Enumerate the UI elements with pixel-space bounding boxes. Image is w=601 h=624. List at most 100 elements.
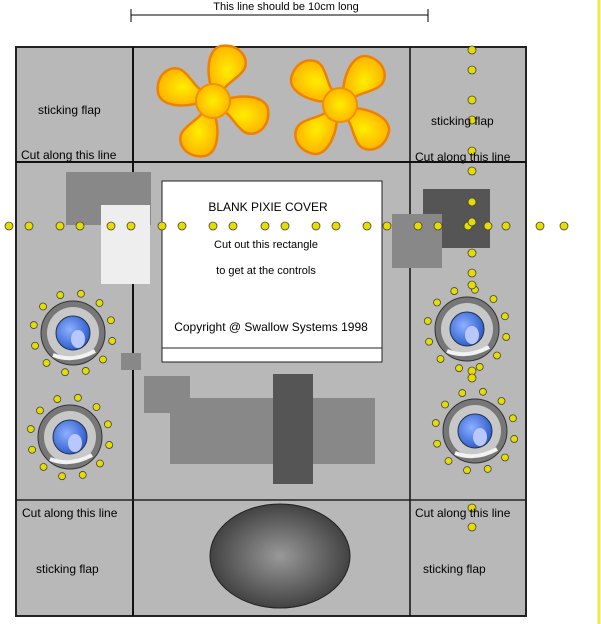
indicator-dot <box>99 355 107 364</box>
indicator-dot <box>42 359 51 367</box>
guide-dot <box>535 221 545 231</box>
indicator-dot <box>39 463 48 471</box>
cut-line-label: Cut along this line <box>22 506 118 520</box>
guide-dot <box>413 221 423 231</box>
fan-icon <box>156 44 270 158</box>
indicator-dot <box>108 337 117 345</box>
guide-dot <box>467 197 477 207</box>
flap-labels: sticking flap Cut along this line sticki… <box>21 103 511 576</box>
guide-dot <box>55 221 65 231</box>
indicator-dot <box>56 291 65 299</box>
copyright: Copyright @ Swallow Systems 1998 <box>174 320 368 334</box>
indicator-dot <box>77 289 85 298</box>
indicator-dot <box>95 299 104 307</box>
indicator-dot <box>436 355 445 363</box>
guide-dot <box>75 221 85 231</box>
indicator-dot <box>450 287 459 295</box>
cut-line-label: Cut along this line <box>415 150 511 164</box>
guide-dot <box>177 221 187 231</box>
ruler-label: This line should be 10cm long <box>213 1 359 13</box>
indicator-dot <box>463 466 471 475</box>
indicator-dot <box>53 395 62 403</box>
indicator-dot <box>105 441 114 449</box>
guide-dot <box>467 95 477 105</box>
guide-dot <box>467 166 477 176</box>
indicator-dot <box>431 419 440 427</box>
guide-dot <box>501 221 511 231</box>
indicator-dot <box>444 457 453 465</box>
sticking-flap-label: sticking flap <box>431 114 494 128</box>
guide-dot <box>126 221 136 231</box>
indicator-dot <box>455 364 463 373</box>
guide-dot <box>208 221 218 231</box>
indicator-dot <box>92 403 101 411</box>
indicator-dot <box>479 387 487 396</box>
guide-dot <box>331 221 341 231</box>
knob-icon <box>431 387 519 475</box>
indicator-dot <box>493 351 501 360</box>
sticking-flap-label: sticking flap <box>423 562 486 576</box>
indicator-dot <box>433 298 441 307</box>
indicator-dot <box>96 459 104 468</box>
indicator-dot <box>28 445 36 454</box>
indicator-dot <box>423 317 432 325</box>
guide-dot <box>433 221 443 231</box>
indicator-dot <box>74 393 82 402</box>
indicator-dot <box>458 389 467 397</box>
guide-dot <box>467 115 477 125</box>
indicator-dot <box>39 302 47 311</box>
control-block <box>101 205 150 284</box>
guide-dot <box>467 146 477 156</box>
guide-dot <box>467 45 477 55</box>
indicator-dot <box>510 435 519 443</box>
guide-dot <box>467 65 477 75</box>
cut-line-label: Cut along this line <box>21 148 117 162</box>
guide-dot <box>467 217 477 227</box>
cover-line1: Cut out this rectangle <box>214 239 318 251</box>
indicator-dot <box>501 312 509 321</box>
indicator-dot <box>78 471 87 479</box>
indicator-dot <box>475 363 484 371</box>
cover-title: BLANK PIXIE COVER <box>208 200 328 214</box>
guide-dot <box>280 221 290 231</box>
guide-dot <box>467 268 477 278</box>
guide-dot <box>362 221 372 231</box>
indicator-dot <box>31 341 39 350</box>
sticking-flap-label: sticking flap <box>38 103 101 117</box>
indicator-dot <box>58 472 66 481</box>
control-block <box>273 374 313 484</box>
indicator-dot <box>425 337 433 346</box>
knob-icon <box>29 289 117 377</box>
guide-dot <box>311 221 321 231</box>
cut-line-label: Cut along this line <box>415 506 511 520</box>
guide-dot <box>106 221 116 231</box>
guide-dot <box>4 221 14 231</box>
indicator-dot <box>502 333 511 341</box>
control-block <box>170 398 375 464</box>
indicator-dot <box>433 439 441 448</box>
indicator-dot <box>81 367 90 375</box>
guide-dot <box>382 221 392 231</box>
indicator-dot <box>26 425 35 433</box>
ruler: This line should be 10cm long <box>130 1 429 22</box>
guide-dot <box>157 221 167 231</box>
control-block <box>121 353 141 370</box>
indicator-dot <box>497 397 506 405</box>
indicator-dot <box>107 316 115 325</box>
guide-dot <box>467 503 477 513</box>
guide-dot <box>483 221 493 231</box>
trackball <box>209 503 351 609</box>
cutout-rectangle <box>161 180 383 363</box>
indicator-dot <box>509 414 517 423</box>
indicator-dot <box>61 368 69 377</box>
indicator-dot <box>441 400 449 409</box>
guide-dot <box>228 221 238 231</box>
fan-icon <box>289 54 391 156</box>
knob-icon <box>423 285 511 373</box>
indicator-dot <box>489 295 498 303</box>
guide-dot <box>467 522 477 532</box>
indicator-dot <box>501 453 509 462</box>
guide-dot <box>467 373 477 383</box>
guide-dot <box>467 280 477 290</box>
